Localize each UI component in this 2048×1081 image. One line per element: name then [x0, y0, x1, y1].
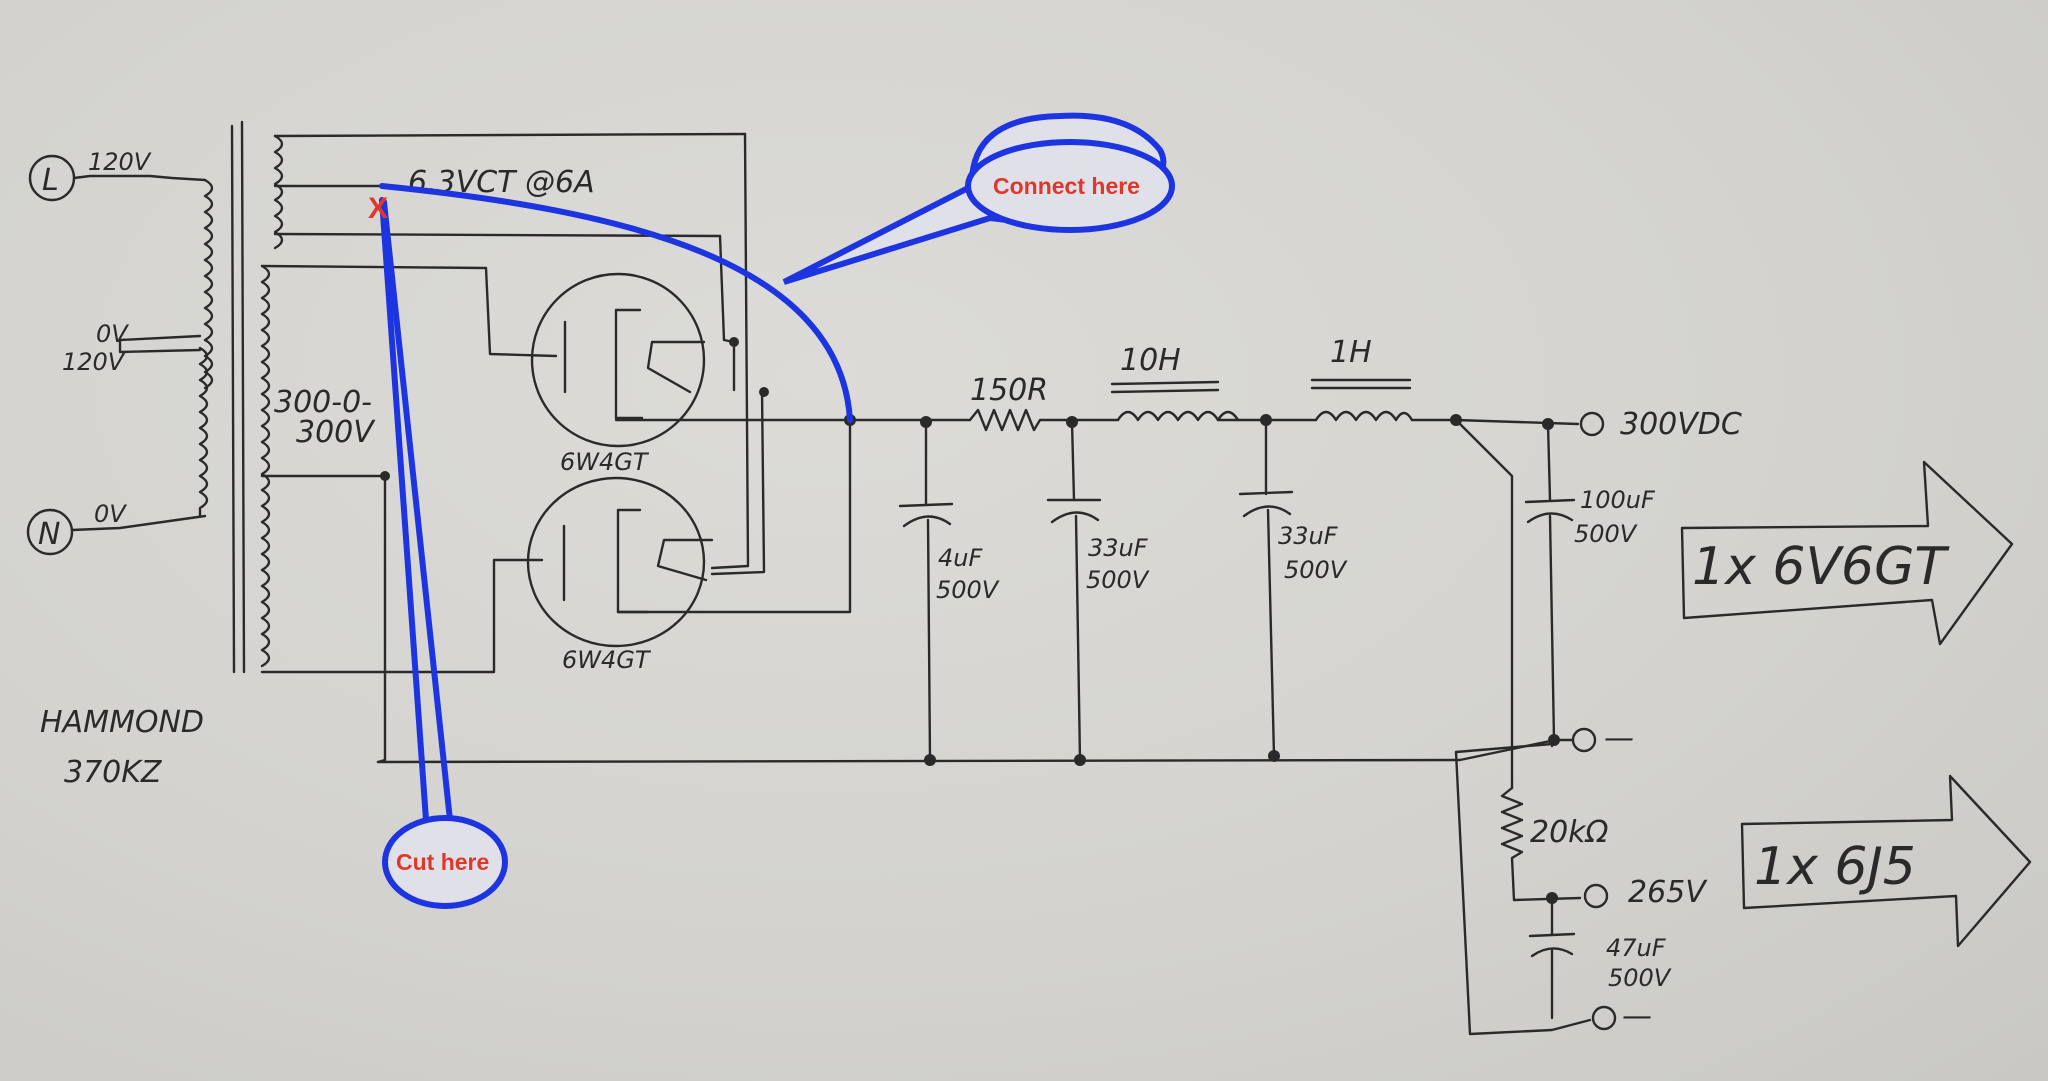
cap4-bottom-lead: [1548, 514, 1556, 742]
ground-rail: [376, 738, 1557, 764]
arrow-6j5: 1x 6J5: [1740, 774, 2032, 948]
cap3-value: 33uF: [1278, 522, 1339, 550]
cap5-plate-top: [1528, 932, 1576, 938]
tube-lower-heater: [656, 538, 714, 582]
primary-mid-120v: 120V: [62, 348, 126, 376]
primary-winding-lower: [198, 346, 209, 518]
connect-callout-label: Connect here: [993, 173, 1140, 199]
cap5-plate-bottom: [1530, 947, 1574, 958]
heater-bottom-wire: [273, 232, 722, 238]
cut-mark: X: [368, 192, 388, 225]
cap4-value: 100uF: [1580, 486, 1656, 514]
line-terminal-label: L: [42, 163, 59, 198]
choke-1h-label: 1H: [1330, 335, 1372, 370]
neutral-wire: [70, 514, 207, 532]
ht-bottom-wire: [260, 558, 544, 674]
ht-top-wire: [260, 264, 558, 358]
choke-10h-core-1: [1110, 380, 1220, 386]
tube-upper-label: 6W4GT: [560, 448, 650, 476]
cap3-bottom-lead: [1266, 508, 1276, 758]
core-line-right: [240, 120, 246, 674]
tube-upper-anode-right: [614, 308, 644, 420]
neutral-terminal-label: N: [38, 517, 60, 552]
cap4-voltage: 500V: [1574, 520, 1638, 548]
heater-top-wire: [273, 132, 747, 138]
cap3-plate-top: [1238, 490, 1294, 496]
ground-rail-end: [1454, 742, 1554, 754]
gnd-output-2-wire: [1454, 750, 1592, 1036]
arrow-6j5-label: 1x 6J5: [1754, 837, 1916, 897]
cap4-plate-top: [1524, 498, 1576, 504]
ht-winding-label-2: 300V: [296, 415, 376, 450]
primary-tap-120v: [118, 338, 202, 354]
connect-curve: [379, 183, 853, 423]
cap3-plate-bottom: [1242, 505, 1292, 518]
ht-ct-wire: [260, 474, 387, 764]
terminal-300vdc: [1579, 411, 1605, 437]
tube-lower-label: 6W4GT: [562, 646, 652, 674]
output-gnd2-label: —: [1622, 999, 1652, 1034]
cap1-bottom-lead: [926, 518, 932, 762]
cap4-top-lead: [1546, 422, 1552, 502]
primary-bottom-0v: 0V: [94, 500, 127, 528]
cap1-value: 4uF: [938, 544, 983, 572]
cap2-plate-bottom: [1050, 511, 1100, 524]
tube-upper-heater: [646, 340, 706, 394]
resistor-20k: [1500, 786, 1524, 902]
ht-winding-label-1: 300-0-: [274, 385, 372, 420]
resistor-150r: [968, 408, 1074, 432]
cut-line-right: [381, 199, 453, 823]
b-plus-output-wire: [1454, 418, 1580, 426]
cap5-voltage: 500V: [1608, 964, 1672, 992]
choke-10h-label: 10H: [1120, 343, 1181, 378]
primary-tap-0v: [118, 334, 202, 342]
line-wire: [72, 174, 207, 182]
ht-winding: [260, 264, 271, 668]
output-265v-label: 265V: [1628, 875, 1708, 910]
neutral-terminal: N: [26, 508, 74, 556]
resistor-150r-label: 150R: [970, 373, 1048, 408]
choke-1h-coil: [1314, 410, 1414, 422]
arrow-6v6gt: 1x 6V6GT: [1680, 460, 2014, 646]
tube-lower-cathode-wire: [616, 418, 852, 614]
cap2-value: 33uF: [1088, 534, 1149, 562]
resistor-20k-label: 20kΩ: [1530, 815, 1609, 850]
tube-upper: [530, 272, 852, 448]
cap2-voltage: 500V: [1086, 566, 1150, 594]
cap1-plate-top: [898, 502, 954, 508]
cap3-voltage: 500V: [1284, 556, 1348, 584]
cap2-bottom-lead: [1074, 514, 1082, 762]
primary-mid-0v: 0V: [96, 320, 129, 348]
line-terminal: L: [28, 154, 76, 202]
cap1-plate-bottom: [902, 515, 952, 528]
cap1-voltage: 500V: [936, 576, 1000, 604]
cut-line-left: [379, 197, 429, 823]
feed-to-20k: [1454, 418, 1514, 790]
cut-callout-bubble: [382, 815, 508, 909]
heater-feed-b: [718, 234, 736, 392]
transformer-label-1: HAMMOND: [40, 705, 204, 740]
cap2-top-lead: [1070, 420, 1076, 502]
transformer-label-2: 370KZ: [64, 755, 163, 790]
terminal-gnd-1: [1571, 727, 1597, 753]
choke-10h-core-2: [1110, 388, 1220, 394]
heater-feed-a: [710, 132, 750, 570]
arrow-6v6gt-label: 1x 6V6GT: [1692, 537, 1950, 597]
terminal-265v: [1583, 883, 1609, 909]
primary-top-voltage: 120V: [88, 148, 152, 176]
core-line-left: [230, 124, 236, 674]
connect-callout-bubble: [965, 139, 1175, 233]
tube-lower-anode-right: [616, 508, 650, 614]
heater-winding: [273, 134, 284, 250]
output-gnd1-label: —: [1604, 721, 1634, 756]
cap5-value: 47uF: [1606, 934, 1667, 962]
tube-lower: [526, 418, 852, 648]
heater-feed-c: [710, 388, 766, 576]
cap4-plate-bottom: [1526, 512, 1574, 524]
output-300vdc-label: 300VDC: [1620, 407, 1742, 442]
terminal-gnd-2: [1591, 1005, 1617, 1031]
cut-callout-label: Cut here: [396, 849, 489, 875]
